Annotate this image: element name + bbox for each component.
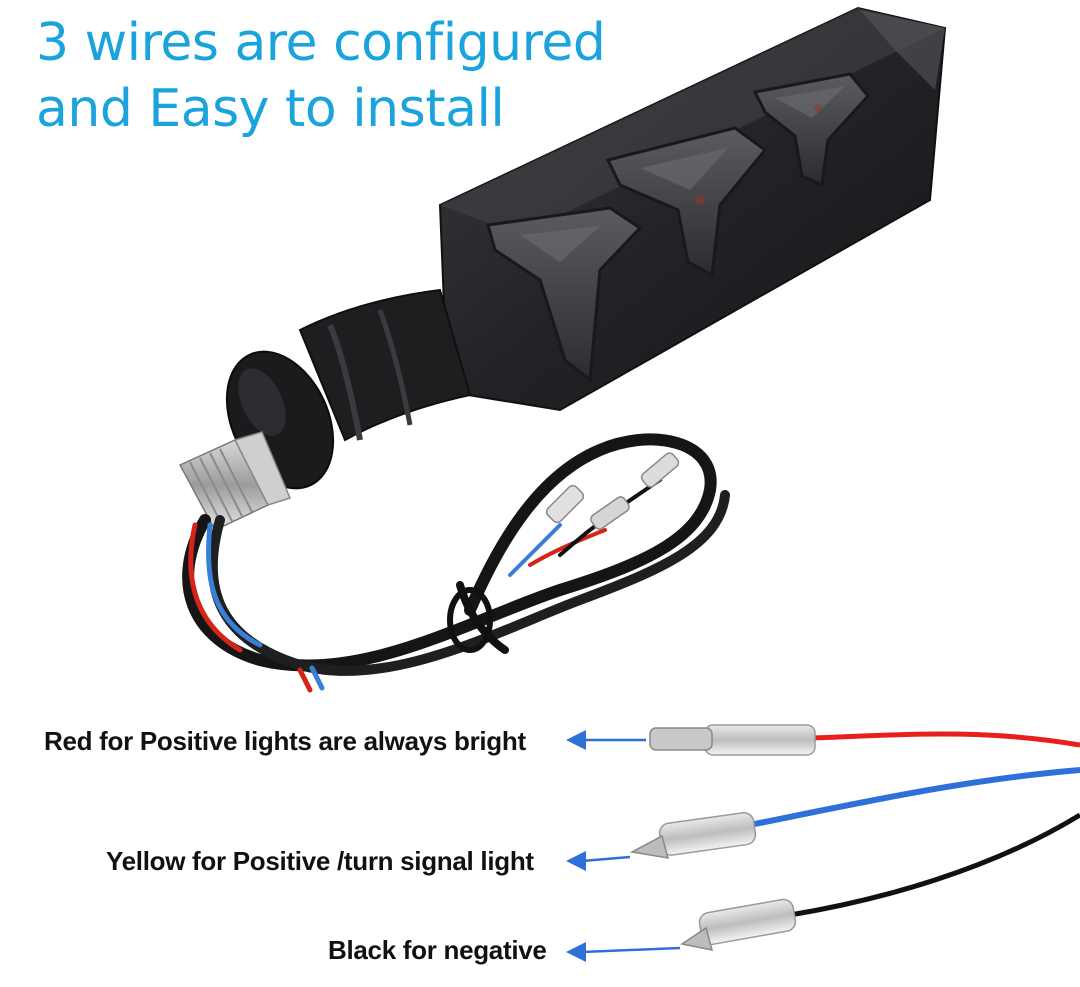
wire-blue [629,767,1080,859]
stem [225,288,472,490]
red-wire-label: Red for Positive lights are always brigh… [44,726,526,756]
arrow-black-label [566,942,681,962]
wire-red [649,724,1080,756]
threaded-bolt [178,431,292,531]
bullet-connectors [545,452,680,530]
blue-wire-label: Yellow for Positive /turn signal light [106,846,534,876]
turn-signal-housing [438,6,947,412]
arrow-blue-label [566,851,631,871]
headline-line-1: 3 wires are configured [36,13,606,73]
arrow-red-label [566,730,646,750]
black-wire-label: Black for negative [328,935,547,965]
headline: 3 wires are configured and Easy to insta… [36,10,606,142]
lens-segments [486,72,870,383]
wire-black [680,812,1080,951]
headline-line-2: and Easy to install [36,79,505,139]
